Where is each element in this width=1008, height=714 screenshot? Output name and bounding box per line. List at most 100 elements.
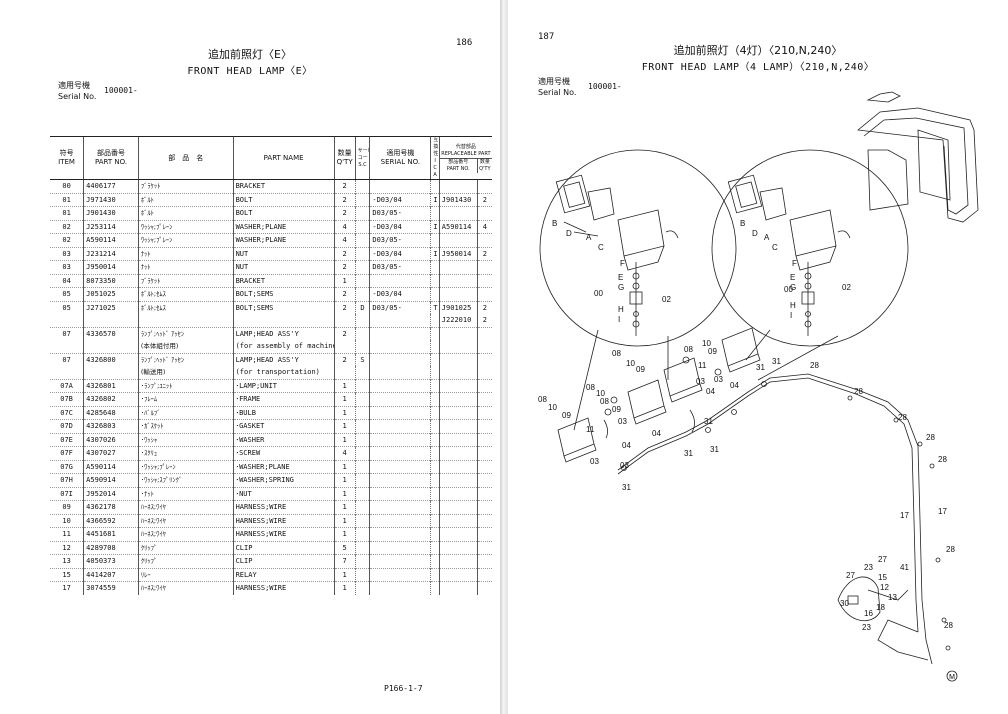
cell-name-ja: ﾜｯｼｬ;ﾌﾟﾚｰﾝ (137, 219, 234, 234)
cell-rep-qty: 2 (476, 246, 492, 261)
cell-rep-part (438, 581, 478, 595)
cell-name-ja: ﾜｯｼｬ;ﾌﾟﾚｰﾝ (137, 233, 234, 247)
cell-item: 07I (50, 486, 84, 501)
cell-serial: D03/05- (369, 233, 431, 247)
callout-label: 11 (586, 425, 595, 434)
cell-rep-qty (476, 260, 492, 274)
cell-qty: 1 (333, 378, 356, 393)
serial-label-ja: 適用号機 (538, 77, 570, 86)
cell-item: 13 (50, 554, 84, 568)
cell-rep-part (438, 446, 478, 460)
cell-name-en: BOLT (232, 192, 335, 207)
page-number: 187 (538, 32, 555, 42)
callout-label: B (740, 219, 745, 228)
cell-qty: 4 (333, 446, 356, 460)
cell-part-no: 8073350 (83, 273, 139, 288)
cell-ica (430, 260, 440, 274)
cell-rep-qty (476, 326, 492, 340)
cell-rep-qty (476, 378, 492, 393)
cell-item: 02 (50, 219, 84, 234)
cell-sc (354, 473, 370, 487)
cell-rep-part (438, 459, 478, 474)
callout-label: 10 (702, 339, 711, 348)
cell-rep-part: A590114 (438, 219, 478, 234)
col-name-en-header: PART NAME (232, 136, 335, 180)
serial-label-en: Serial No. (538, 88, 577, 97)
cell-serial: -D03/04 (369, 246, 431, 261)
cell-sc (354, 366, 370, 379)
cell-item: 07 (50, 352, 84, 366)
callout-label: A (764, 233, 770, 242)
exploded-parts-diagram: M B D A C F E G 00 02 H I B D A C F E G (538, 91, 979, 682)
cell-qty (333, 366, 356, 379)
callout-label: 27 (846, 571, 855, 580)
cell-rep-part (438, 513, 478, 528)
cell-name-en: NUT (232, 260, 335, 274)
cell-rep-qty (476, 473, 492, 487)
cell-rep-part (438, 260, 478, 274)
cell-name-en: WASHER;PLANE (232, 219, 335, 234)
serial-label-en: Serial No. (58, 92, 97, 101)
cell-rep-qty (476, 500, 492, 514)
callout-label: 08 (612, 349, 621, 358)
callout-label: 41 (900, 563, 909, 572)
cell-name-ja: ﾊｰﾈｽ;ﾜｲﾔ (137, 513, 234, 528)
callout-label: E (618, 273, 623, 282)
cell-qty: 1 (333, 459, 356, 474)
cell-part-no: 3074559 (83, 581, 139, 595)
cell-rep-qty: 2 (476, 192, 492, 207)
cell-name-en: ･WASHER (232, 432, 335, 447)
cell-name-en: BOLT (232, 206, 335, 220)
cell-serial (369, 366, 431, 379)
cell-name-ja: ﾎﾞﾙﾄ;ｾﾑｽ (137, 287, 234, 301)
cell-serial (369, 486, 431, 501)
cell-name-en: CLIP (232, 540, 335, 555)
callout-label: C (598, 243, 604, 252)
callout-label: 28 (898, 413, 907, 422)
cell-ica (430, 500, 440, 514)
cell-part-no: J253114 (83, 219, 139, 234)
cell-part-no: A590114 (83, 233, 139, 247)
cell-name-en: BOLT;SEMS (232, 287, 335, 301)
cell-rep-qty (476, 340, 492, 353)
cell-qty: 1 (333, 392, 356, 406)
cell-rep-part (438, 473, 478, 487)
callout-label: 13 (888, 593, 897, 602)
callout-label: 00 (594, 289, 603, 298)
cell-serial (369, 273, 431, 288)
cell-rep-part (438, 179, 478, 193)
cell-ica (430, 473, 440, 487)
cell-ica (430, 405, 440, 420)
cell-item: 12 (50, 540, 84, 555)
cell-rep-part (438, 287, 478, 301)
cell-sc (354, 500, 370, 514)
cell-serial (369, 554, 431, 568)
callout-label: H (790, 301, 796, 310)
cell-rep-qty (476, 527, 492, 541)
cell-item: 04 (50, 273, 84, 288)
cell-name-en: ･LAMP;UNIT (232, 378, 335, 393)
cell-rep-part (438, 432, 478, 447)
cell-sc (354, 179, 370, 193)
cell-item: 02 (50, 233, 84, 247)
cell-part-no: J901430 (83, 206, 139, 220)
cell-qty: 1 (333, 567, 356, 582)
serial-value: 100001- (104, 86, 138, 95)
cell-item (50, 366, 84, 379)
callout-label: 09 (708, 347, 717, 356)
cell-name-en: WASHER;PLANE (232, 233, 335, 247)
